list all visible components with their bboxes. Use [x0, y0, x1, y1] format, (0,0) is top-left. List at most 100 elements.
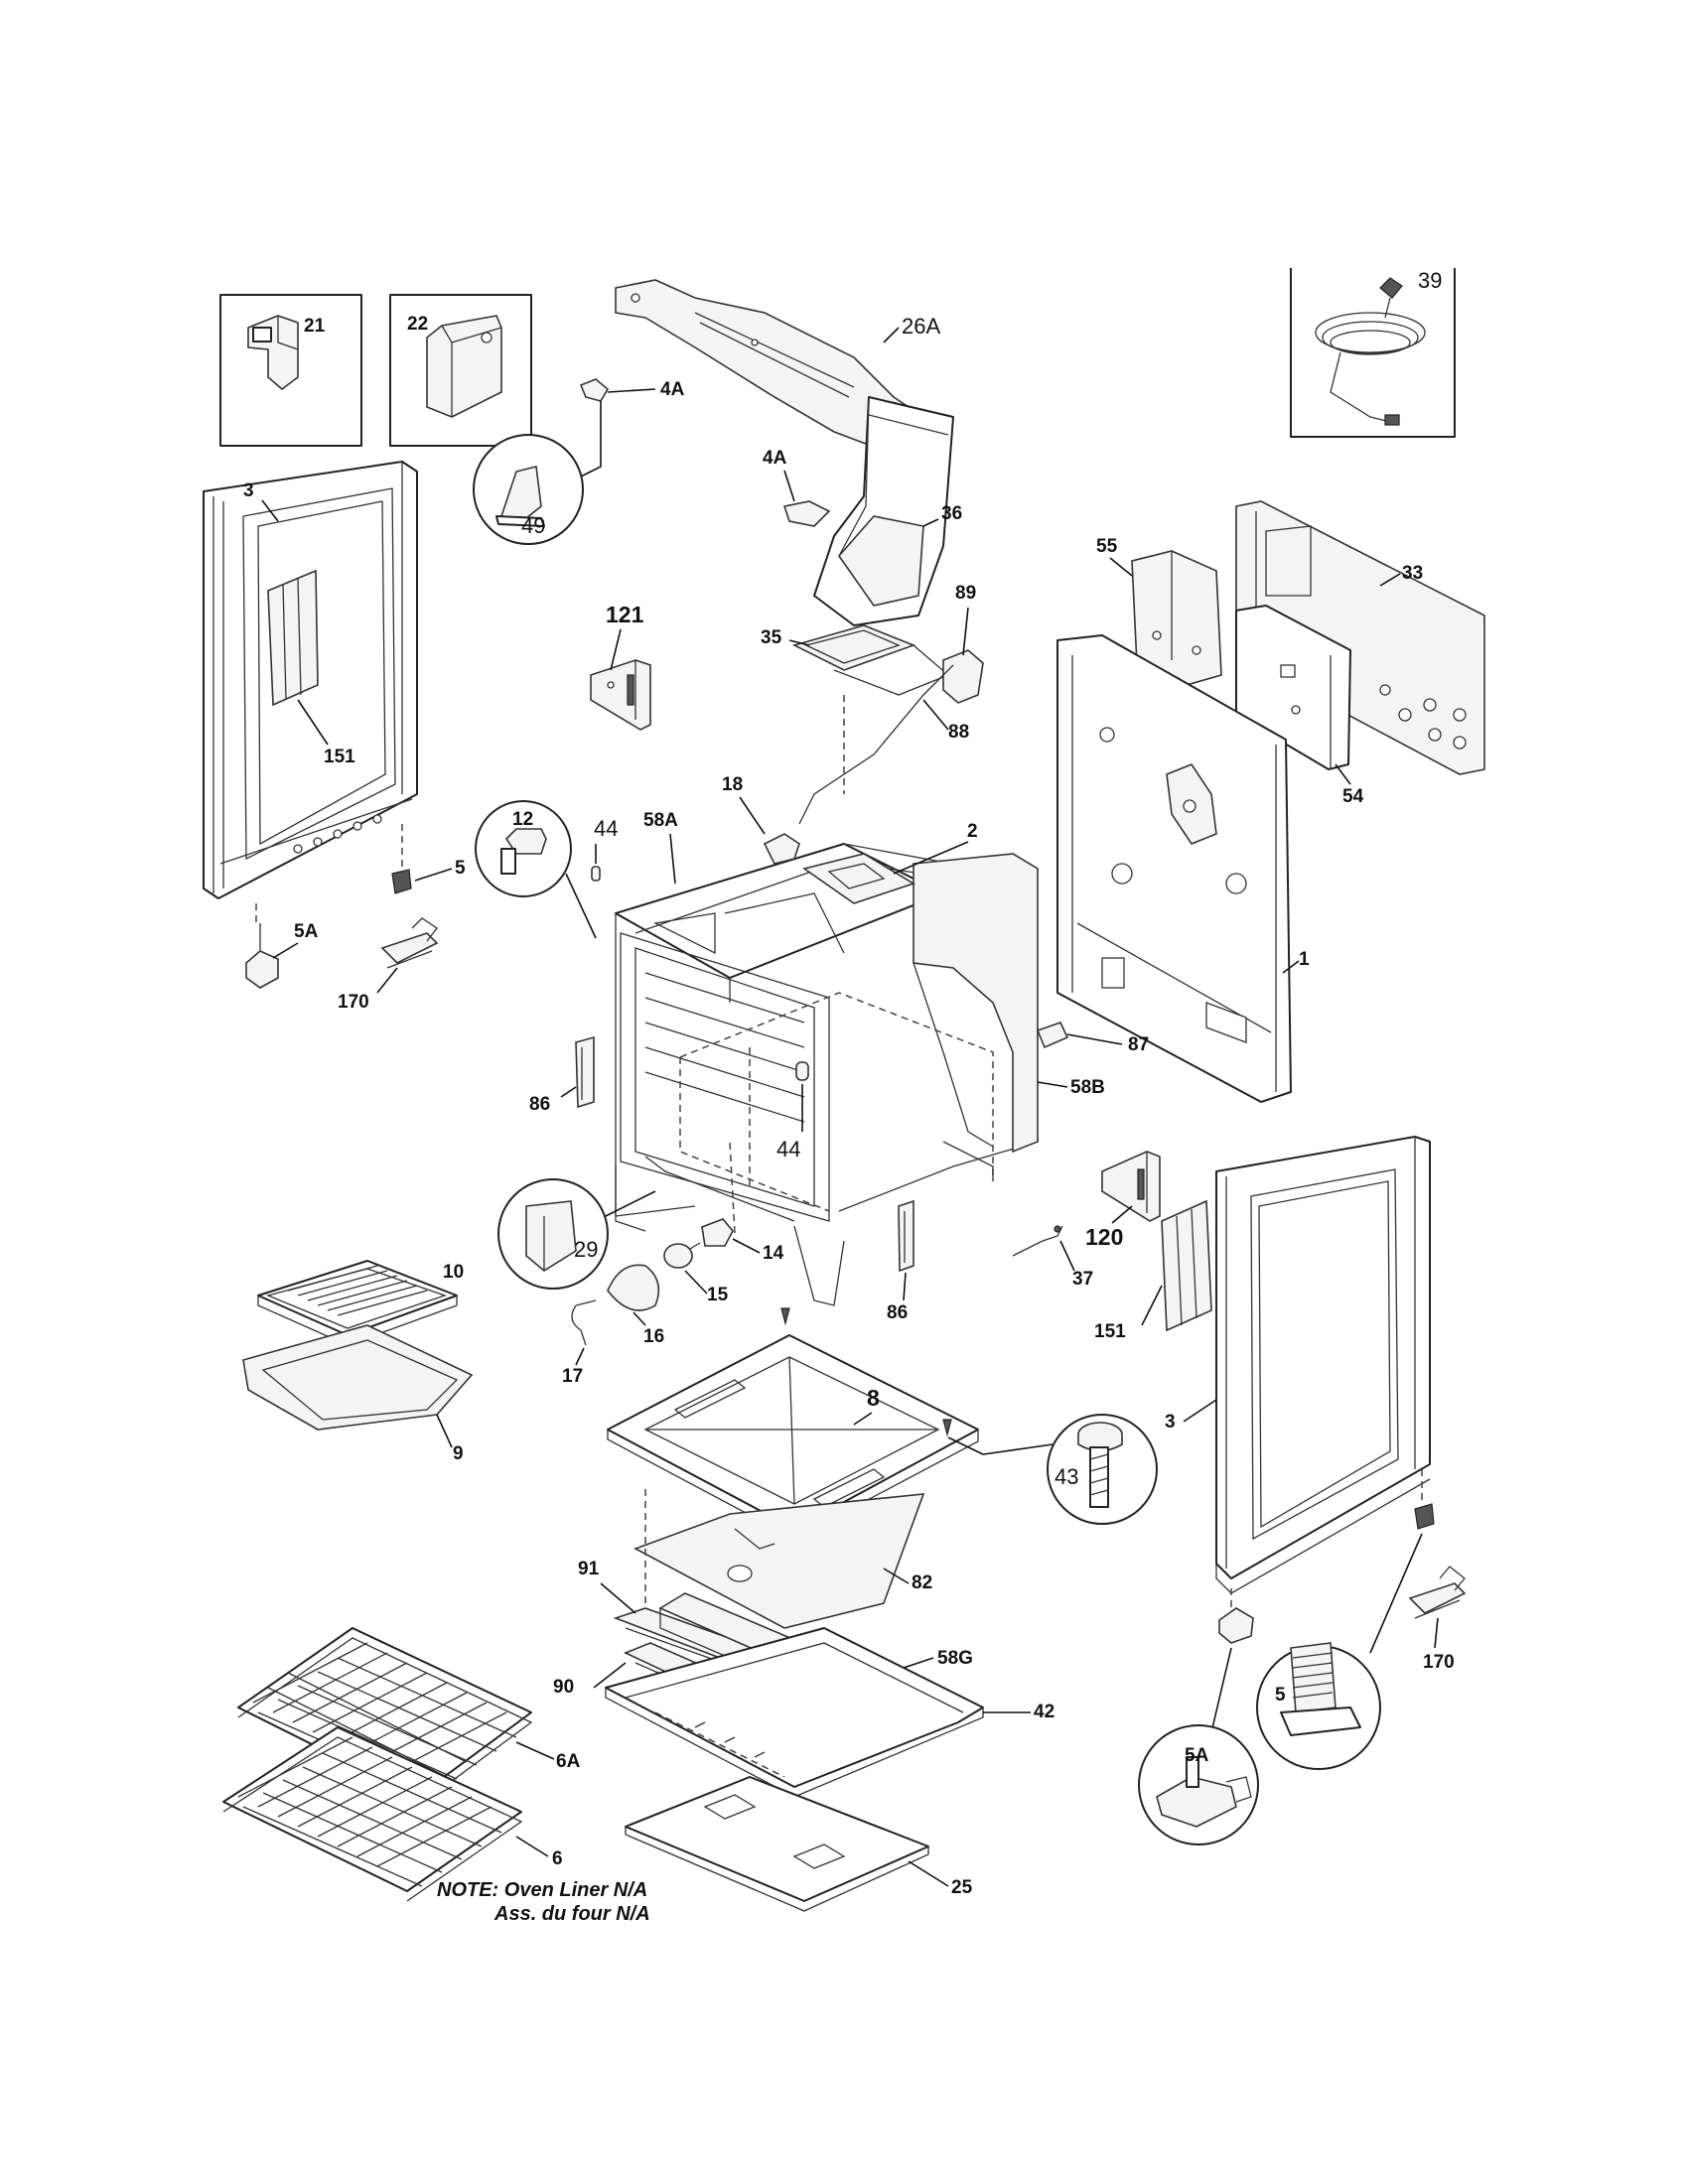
label-22[interactable]: 22	[407, 314, 428, 335]
label-58G[interactable]: 58G	[937, 1648, 973, 1669]
label-42[interactable]: 42	[1034, 1702, 1055, 1722]
part-44-upper-bulb	[591, 866, 601, 882]
part-screws-8	[780, 1307, 984, 1455]
label-121[interactable]: 121	[606, 602, 644, 627]
label-120[interactable]: 120	[1085, 1224, 1123, 1250]
part-22-inset	[389, 294, 532, 447]
part-58B-insulation	[913, 853, 1039, 1154]
part-49-inset	[473, 434, 584, 545]
part-12-inset	[475, 800, 597, 939]
part-86-slide-left	[575, 1035, 595, 1109]
label-5-left[interactable]: 5	[455, 858, 466, 879]
part-37-wire	[1012, 1225, 1063, 1257]
label-5A-left[interactable]: 5A	[294, 921, 319, 942]
label-25[interactable]: 25	[951, 1877, 973, 1898]
label-90[interactable]: 90	[553, 1677, 574, 1698]
label-4A-upper[interactable]: 4A	[660, 379, 685, 400]
label-10[interactable]: 10	[443, 1262, 464, 1283]
part-2-vent-plate	[802, 853, 915, 904]
part-170-bracket-left	[380, 917, 439, 969]
label-35[interactable]: 35	[761, 627, 782, 648]
part-6-oven-rack	[222, 1726, 523, 1902]
label-3-left[interactable]: 3	[243, 480, 254, 501]
label-18[interactable]: 18	[722, 774, 743, 795]
part-4A-clip-upper	[579, 378, 656, 478]
label-37[interactable]: 37	[1072, 1269, 1093, 1290]
label-170-right[interactable]: 170	[1423, 1652, 1455, 1673]
label-21[interactable]: 21	[304, 316, 326, 337]
part-5-leveler-inset	[1256, 1642, 1381, 1770]
label-89[interactable]: 89	[955, 583, 976, 604]
part-4A-clip-lower	[782, 500, 831, 527]
label-88[interactable]: 88	[948, 722, 969, 743]
label-44-lower[interactable]: 44	[776, 1137, 800, 1161]
part-18-bracket	[763, 833, 800, 865]
part-86-slide-right	[898, 1199, 914, 1273]
part-1-back-panel	[1056, 634, 1292, 1103]
label-14[interactable]: 14	[763, 1243, 784, 1264]
part-10-broil-pan-grid	[257, 1260, 458, 1346]
label-17[interactable]: 17	[562, 1366, 583, 1387]
part-170-bracket-right	[1408, 1566, 1467, 1619]
part-14-lamp-socket	[701, 1141, 736, 1247]
part-29-inset	[497, 1178, 656, 1290]
label-54[interactable]: 54	[1342, 786, 1364, 807]
label-29[interactable]: 29	[574, 1237, 598, 1262]
label-82[interactable]: 82	[912, 1572, 932, 1593]
label-12[interactable]: 12	[512, 809, 533, 830]
part-25-floor-panel	[625, 1776, 929, 1912]
part-5A-leg-inset	[1138, 1724, 1259, 1845]
label-58B[interactable]: 58B	[1070, 1077, 1105, 1098]
part-16-lamp-cover	[607, 1264, 660, 1311]
label-16[interactable]: 16	[643, 1326, 664, 1347]
label-5-right[interactable]: 5	[1275, 1685, 1286, 1706]
part-17-wire-clip	[571, 1299, 597, 1346]
note-line-1: NOTE: Oven Liner N/A	[437, 1879, 648, 1901]
label-33[interactable]: 33	[1402, 563, 1423, 584]
label-151-left[interactable]: 151	[324, 747, 355, 767]
label-15[interactable]: 15	[707, 1285, 729, 1305]
label-55[interactable]: 55	[1096, 536, 1118, 557]
part-5-leveler-left	[391, 824, 412, 894]
label-2[interactable]: 2	[967, 821, 978, 842]
part-36-duct	[813, 396, 954, 626]
label-58A[interactable]: 58A	[643, 810, 678, 831]
part-43-screw-inset	[982, 1414, 1158, 1525]
note-line-2: Ass. du four N/A	[494, 1903, 650, 1925]
label-170-left[interactable]: 170	[338, 992, 369, 1013]
label-87[interactable]: 87	[1128, 1034, 1149, 1055]
label-39[interactable]: 39	[1418, 268, 1442, 293]
part-89-sensor	[798, 649, 984, 825]
part-82-heat-shield	[633, 1489, 925, 1629]
label-86-left[interactable]: 86	[529, 1094, 550, 1115]
label-86-right[interactable]: 86	[887, 1302, 908, 1323]
part-121-bracket	[590, 659, 651, 731]
label-1[interactable]: 1	[1299, 949, 1310, 970]
part-35-gasket	[791, 624, 950, 794]
label-151-right[interactable]: 151	[1094, 1321, 1126, 1342]
part-9-broil-pan	[242, 1324, 474, 1431]
label-91[interactable]: 91	[578, 1559, 600, 1579]
label-43[interactable]: 43	[1055, 1464, 1078, 1489]
part-151-door-bracket-right	[1161, 1199, 1212, 1332]
label-6[interactable]: 6	[552, 1848, 563, 1869]
label-3-right[interactable]: 3	[1165, 1412, 1176, 1433]
label-4A-lower[interactable]: 4A	[763, 448, 787, 469]
label-36[interactable]: 36	[941, 503, 962, 524]
label-9[interactable]: 9	[453, 1443, 464, 1464]
part-39-power-cord-inset	[1290, 268, 1456, 438]
label-44-upper[interactable]: 44	[594, 816, 618, 841]
part-5A-leg-left	[245, 903, 279, 989]
label-8[interactable]: 8	[867, 1385, 880, 1411]
label-49[interactable]: 49	[521, 513, 545, 538]
part-5-leveler-right-small	[1369, 1469, 1435, 1654]
part-87-connector	[1036, 1022, 1069, 1049]
label-26A[interactable]: 26A	[902, 314, 940, 339]
part-151-door-bracket-left	[267, 569, 319, 707]
label-6A[interactable]: 6A	[556, 1751, 581, 1772]
label-5A-right[interactable]: 5A	[1185, 1745, 1209, 1766]
part-3-oven-door-right	[1215, 1136, 1431, 1594]
part-5A-leg-right-small	[1210, 1588, 1254, 1733]
part-44-lower-bulb	[795, 1061, 809, 1081]
